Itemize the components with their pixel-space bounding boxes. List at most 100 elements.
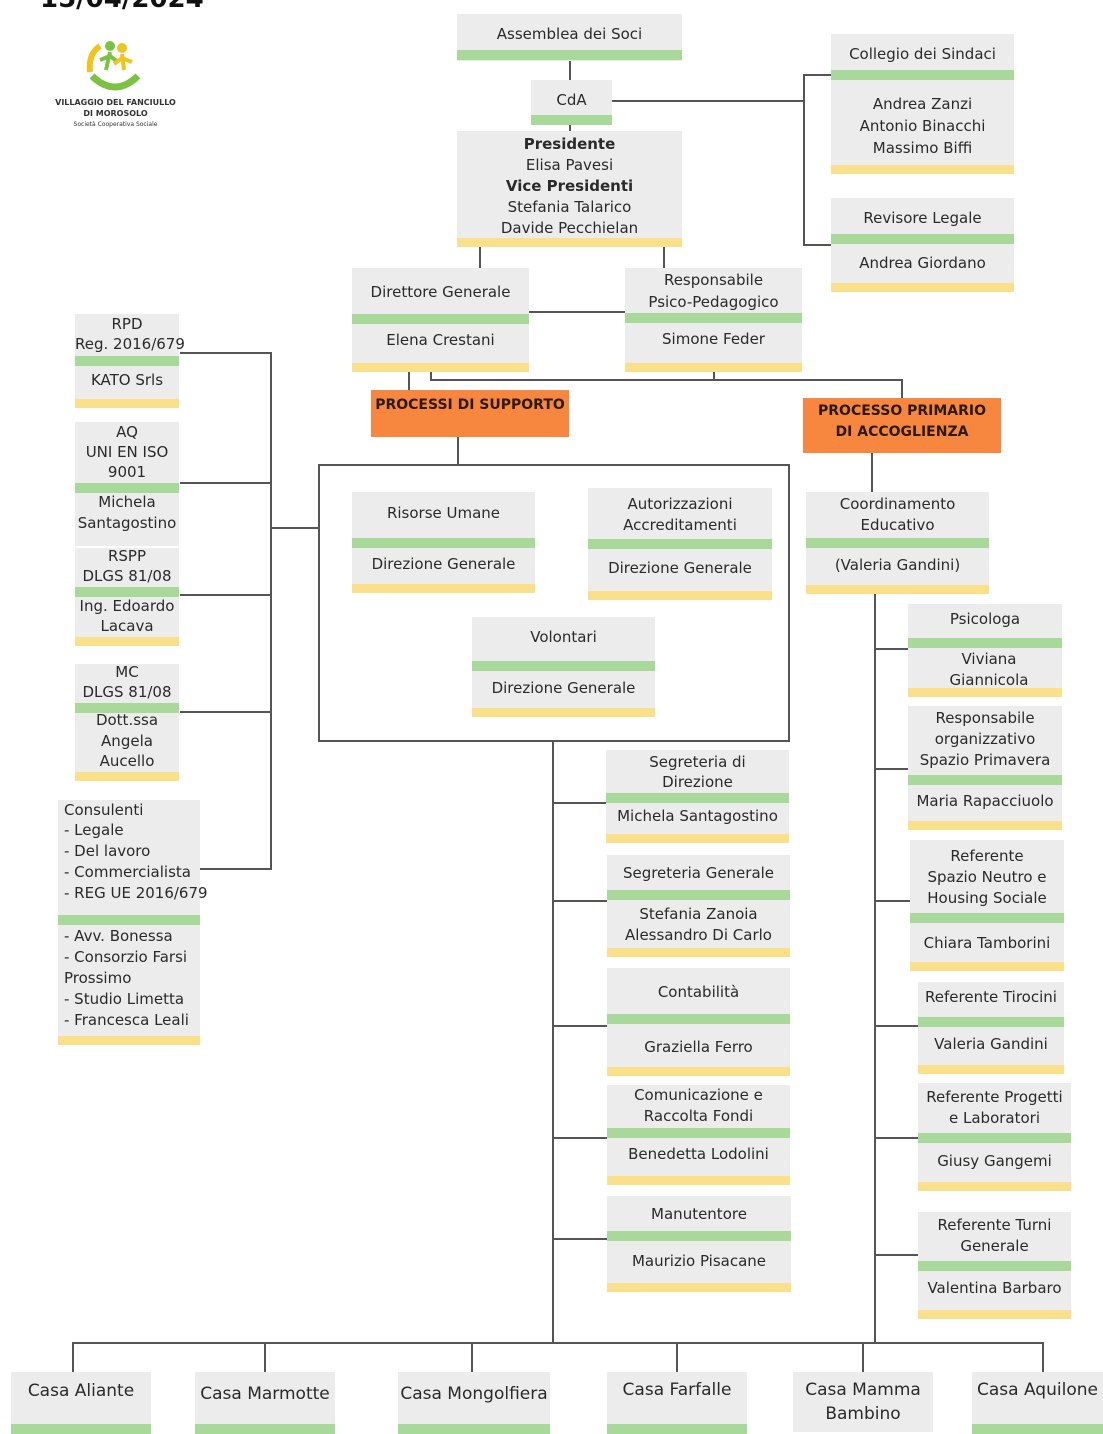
referente-turni-box: Referente Turni Generale Valentina Barba… [918,1212,1071,1319]
consulenti-name-5: - Francesca Leali [64,1011,189,1029]
ref-spazio-title-1: Referente [950,847,1024,865]
autorizzazioni-title-2: Accreditamenti [623,516,737,534]
consulenti-label-2: - Legale [64,821,124,839]
autorizzazioni-box: Autorizzazioni Accreditamenti Direzione … [588,488,772,600]
psicologa-title: Psicologa [949,610,1021,628]
vice-presidenti-label: Vice Presidenti [505,177,634,195]
responsabile-organizzativo-box: Responsabile organizzativo Spazio Primav… [908,706,1062,830]
rspp-name-1: Ing. Edoardo [79,597,175,615]
consulenti-name-3: Prossimo [64,969,132,987]
processi-supporto-header: PROCESSI DI SUPPORTO [371,390,569,437]
consulenti-label-1: Consulenti [64,801,144,819]
presidenza-box: Presidente Elisa Pavesi Vice Presidenti … [457,131,682,247]
aq-name-1: Michela [98,493,156,511]
ref-progetti-title-2: e Laboratori [949,1109,1040,1127]
assemblea-soci-box: Assemblea dei Soci [457,14,682,61]
aq-name-2: Santagostino [77,514,177,532]
collegio-member-3: Massimo Biffi [872,139,973,157]
ref-turni-name: Valentina Barbaro [927,1279,1062,1297]
casa-mamma-label-1: Casa Mamma [805,1380,921,1400]
revisore-title: Revisore Legale [863,209,982,227]
mc-name-1: Dott.ssa [95,711,159,729]
resp-org-title-1: Responsabile [935,709,1035,727]
logo-line-2: DI MOROSOLO [83,109,148,118]
consulenti-label-3: - Del lavoro [64,842,151,860]
collegio-member-2: Antonio Binacchi [859,117,986,135]
logo-line-3: Società Cooperativa Sociale [73,121,158,128]
autorizzazioni-title-1: Autorizzazioni [627,495,733,513]
volontari-title: Volontari [530,628,597,646]
rspp-box: RSPP DLGS 81/08 Ing. Edoardo Lacava [75,547,179,646]
comunicazione-box: Comunicazione e Raccolta Fondi Benedetta… [607,1085,790,1185]
aq-label-3: 9001 [107,463,147,481]
psicologa-box: Psicologa Viviana Giannicola [908,604,1062,697]
ref-progetti-name: Giusy Gangemi [937,1152,1052,1170]
autorizzazioni-name: Direzione Generale [608,559,752,577]
psico-title-1: Responsabile [663,271,764,289]
referente-progetti-box: Referente Progetti e Laboratori Giusy Ga… [918,1083,1071,1191]
psicologa-name-2: Giannicola [949,671,1029,689]
contabilita-title: Contabilità [657,983,740,1001]
ref-tirocini-name: Valeria Gandini [934,1035,1048,1053]
presidente-name: Elisa Pavesi [525,156,614,174]
resp-org-name: Maria Rapacciuolo [916,792,1054,810]
psico-name: Simone Feder [662,330,765,348]
volontari-box: Volontari Direzione Generale [472,617,655,717]
primario-label-1: PROCESSO PRIMARIO [818,403,986,419]
cda-label: CdA [556,91,587,109]
rspp-label-2: DLGS 81/08 [82,567,172,585]
casa-aquilone-box: Casa Aquilone [972,1372,1103,1434]
casa-aliante-box: Casa Aliante [11,1372,151,1434]
responsabile-psico-box: Responsabile Psico-Pedagogico Simone Fed… [625,268,802,372]
resp-org-title-3: Spazio Primavera [919,751,1051,769]
revisore-legale-box: Revisore Legale Andrea Giordano [831,198,1014,292]
rpd-box: RPD Reg. 2016/679 KATO Srls [75,314,185,408]
rpd-name: KATO Srls [90,371,164,389]
casa-marmotte-box: Casa Marmotte [195,1372,335,1434]
rspp-label-1: RSPP [107,547,147,565]
risorse-umane-box: Risorse Umane Direzione Generale [352,492,535,593]
volontari-name: Direzione Generale [491,679,636,697]
primario-label-2: DI ACCOGLIENZA [835,424,969,440]
casa-mamma-label-2: Bambino [825,1404,901,1424]
document-date: 15/04/2024 [40,0,204,14]
aq-label-2: UNI EN ISO [85,443,169,461]
consulenti-name-1: - Avv. Bonessa [64,927,173,945]
consulenti-name-2: - Consorzio Farsi [64,948,188,966]
manutentore-box: Manutentore Maurizio Pisacane [607,1196,791,1292]
casa-aliante-label: Casa Aliante [27,1381,135,1401]
direttore-title: Direttore Generale [370,283,511,301]
segreteria-generale-box: Segreteria Generale Stefania Zanoia Ales… [607,855,790,957]
coord-title-2: Educativo [860,516,935,534]
ref-turni-title-2: Generale [960,1237,1029,1255]
mc-label-2: DLGS 81/08 [82,683,172,701]
ref-turni-title-1: Referente Turni [937,1216,1052,1234]
segreteria-direzione-box: Segreteria di Direzione Michela Santagos… [606,750,789,843]
mc-box: MC DLGS 81/08 Dott.ssa Angela Aucello [75,663,179,781]
contabilita-name: Graziella Ferro [644,1038,753,1056]
consulenti-box: Consulenti - Legale - Del lavoro - Comme… [58,800,208,1045]
aq-box: AQ UNI EN ISO 9001 Michela Santagostino [75,422,179,546]
collegio-member-1: Andrea Zanzi [872,95,973,113]
manutentore-title: Manutentore [651,1205,747,1223]
ref-tirocini-title: Referente Tirocini [925,988,1057,1006]
risorse-title: Risorse Umane [386,504,501,522]
vice-presidente-1: Stefania Talarico [507,198,632,216]
ref-spazio-title-2: Spazio Neutro e [927,868,1047,886]
segr-dir-title-2: Direzione [662,773,733,791]
ref-spazio-title-3: Housing Sociale [927,889,1047,907]
processi-supporto-label: PROCESSI DI SUPPORTO [375,397,565,413]
consulenti-label-4: - Commercialista [64,863,191,881]
contabilita-box: Contabilità Graziella Ferro [607,968,790,1076]
casa-farfalle-box: Casa Farfalle [607,1372,747,1434]
casa-mongolfiera-box: Casa Mongolfiera [398,1372,550,1434]
comunicazione-name: Benedetta Lodolini [628,1145,769,1163]
rspp-name-2: Lacava [100,617,154,635]
referente-tirocini-box: Referente Tirocini Valeria Gandini [918,982,1064,1074]
logo-line-1: VILLAGGIO DEL FANCIULLO [55,98,176,107]
casa-aquilone-label: Casa Aquilone [977,1380,1098,1400]
revisore-name: Andrea Giordano [859,254,986,272]
mc-name-2: Angela [101,732,153,750]
assemblea-label: Assemblea dei Soci [496,25,643,43]
risorse-name: Direzione Generale [371,555,516,573]
